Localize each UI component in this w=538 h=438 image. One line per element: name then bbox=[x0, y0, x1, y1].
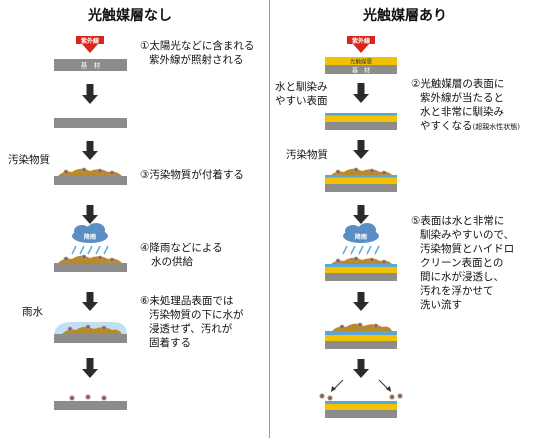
clean-coated-substrate bbox=[319, 379, 403, 418]
down-arrow-icon bbox=[353, 140, 369, 159]
right-column-heading: 光触媒層あり bbox=[363, 8, 447, 24]
hydrophilic-substrate bbox=[325, 113, 397, 130]
rain-cloud-icon: 降雨 bbox=[71, 223, 109, 255]
down-arrow-icon bbox=[82, 205, 98, 224]
final-substrate-with-residue bbox=[54, 394, 127, 410]
down-arrow-icon bbox=[353, 292, 369, 311]
step-2-text: ②光触媒層の表面に 紫外線が当たると 水と非常に馴染み やすくなる(超親水性状態… bbox=[411, 78, 520, 132]
step-6-text: ⑥未処理品表面では 汚染物質の下に水が 浸透せず、汚れが 固着する bbox=[140, 295, 244, 349]
down-arrow-icon bbox=[82, 358, 98, 378]
down-arrow-icon bbox=[82, 292, 98, 311]
left-column-heading: 光触媒層なし bbox=[88, 8, 172, 24]
svg-text:光触媒層: 光触媒層 bbox=[350, 58, 372, 66]
soiled-substrate bbox=[54, 254, 127, 272]
soiled-substrate bbox=[54, 167, 127, 185]
step-5-text: ⑤表面は水と非常に 馴染みやすいので、 汚染物質とハイドロ クリーン表面との 間… bbox=[411, 215, 515, 311]
down-arrow-icon bbox=[82, 141, 98, 160]
svg-text:紫外線: 紫外線 bbox=[352, 37, 370, 45]
wet-soiled-substrate bbox=[54, 322, 127, 343]
down-arrow-icon bbox=[353, 83, 369, 103]
svg-text:降雨: 降雨 bbox=[355, 233, 367, 241]
pollutant-label: 汚染物質 bbox=[8, 154, 50, 166]
soiled-coated-substrate bbox=[325, 167, 397, 192]
svg-text:紫外線: 紫外線 bbox=[81, 37, 99, 45]
down-arrow-icon bbox=[82, 84, 98, 104]
coated-substrate: 光触媒層 基 材 bbox=[325, 57, 397, 75]
down-arrow-icon bbox=[353, 359, 369, 378]
superhydrophilic-note: (超親水性状態) bbox=[472, 123, 520, 131]
rain-cloud-icon: 降雨 bbox=[342, 223, 380, 255]
rainwater-label: 雨水 bbox=[22, 306, 43, 318]
lifted-dirt-coated-substrate bbox=[325, 322, 397, 349]
substrate-bar: 基 材 bbox=[54, 59, 127, 71]
soiled-coated-substrate bbox=[325, 256, 397, 281]
svg-text:基 材: 基 材 bbox=[81, 61, 101, 70]
svg-text:降雨: 降雨 bbox=[84, 233, 96, 241]
svg-text:基 材: 基 材 bbox=[352, 67, 370, 75]
substrate-bar bbox=[54, 118, 127, 128]
step-3-text: ③汚染物質が付着する bbox=[140, 169, 244, 181]
step-4-text: ④降雨などによる水の供給 bbox=[140, 242, 223, 268]
down-arrow-icon bbox=[353, 205, 369, 224]
water-affinity-label: 水と馴染みやすい表面 bbox=[275, 81, 328, 107]
uv-icon: 紫外線 bbox=[76, 36, 104, 53]
step-1-text: ①太陽光などに含まれる紫外線が照射される bbox=[140, 40, 255, 66]
uv-icon: 紫外線 bbox=[347, 36, 375, 53]
pollutant-label: 汚染物質 bbox=[286, 149, 328, 161]
